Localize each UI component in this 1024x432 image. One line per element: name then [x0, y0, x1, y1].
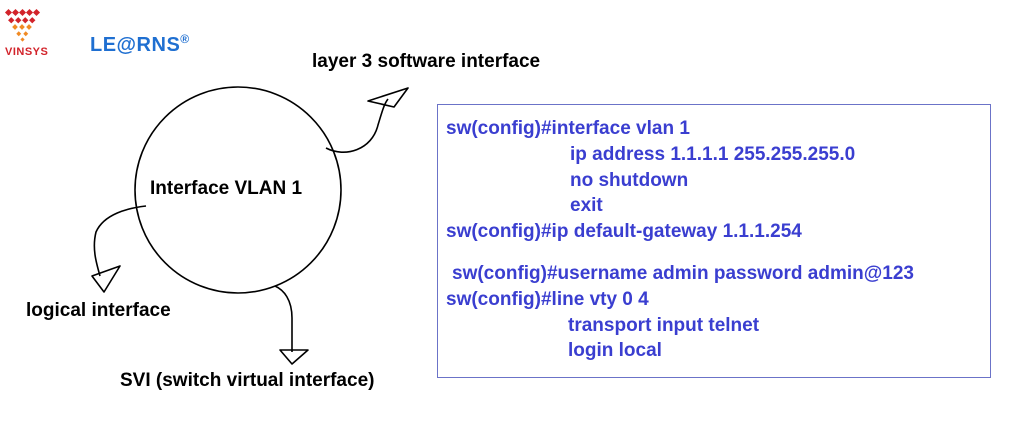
layer3-arrow-line [325, 98, 389, 153]
learns-wordmark: LE@RNS® [90, 32, 190, 57]
logical-arrow-head-icon [91, 265, 121, 293]
layer3-software-interface-label: layer 3 software interface [312, 51, 541, 72]
vinsys-logo-mark-icon [4, 8, 41, 42]
config-line: ip address 1.1.1.1 255.255.255.0 [570, 144, 856, 165]
svi-arrow-head-icon [279, 349, 309, 365]
vinsys-learns-logo: VINSYS LE@RNS® [4, 8, 224, 58]
logical-arrow-line [93, 205, 147, 277]
config-commands-box [437, 104, 991, 378]
svi-arrow-line [274, 285, 293, 352]
layer3-arrow-head-icon [367, 87, 409, 108]
vinsys-wordmark: VINSYS [5, 46, 49, 58]
svi-label: SVI (switch virtual interface) [120, 370, 375, 391]
config-line: sw(config)#interface vlan 1 [446, 118, 690, 139]
config-line: transport input telnet [568, 315, 760, 336]
learns-wordmark-text: LE@RNS [90, 34, 181, 56]
config-line: sw(config)#line vty 0 4 [446, 289, 649, 310]
config-line: exit [570, 195, 603, 216]
vlan-interface-circle [134, 86, 342, 294]
registered-mark: ® [180, 32, 190, 46]
logical-interface-label: logical interface [26, 300, 171, 321]
config-line: sw(config)#ip default-gateway 1.1.1.254 [446, 221, 802, 242]
interface-vlan-label: Interface VLAN 1 [150, 178, 303, 199]
config-line: no shutdown [570, 170, 689, 191]
config-line: login local [568, 340, 662, 361]
config-line: sw(config)#username admin password admin… [452, 263, 914, 284]
